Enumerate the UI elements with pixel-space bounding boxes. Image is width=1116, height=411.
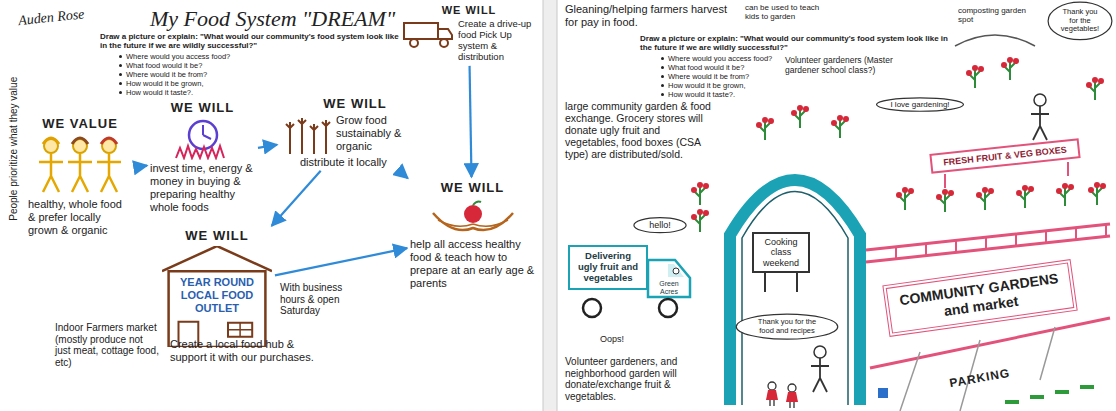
sign-legs	[765, 271, 797, 292]
page-gap	[543, 0, 557, 411]
gardener-figure	[1031, 94, 1049, 140]
node-heading: WE WILL	[280, 96, 430, 112]
sign-text: Delivering ugly fruit and vegetables	[574, 251, 642, 284]
sign-box: FRESH FRUIT & VEG BOXES	[929, 138, 1080, 174]
speech-bubble	[1048, 2, 1112, 40]
note-text: Oops!	[600, 334, 640, 344]
note-text: Indoor Farmers market (mostly produce no…	[55, 322, 160, 368]
house-body: YEAR ROUND LOCAL FOOD OUTLET	[162, 246, 272, 347]
house-node: WE WILL YEAR ROUND LOCAL FOOD OUTLET	[162, 228, 272, 347]
visitor-figure	[811, 346, 829, 392]
note-text: Create a local food hub & support it wit…	[170, 338, 320, 363]
parking-sign	[878, 388, 888, 398]
truck-cab	[648, 260, 690, 297]
node-row: Grow food sustainably & organic	[280, 114, 430, 154]
flow-arrow	[272, 171, 321, 226]
truck-wheel	[659, 299, 677, 317]
flow-arrow	[135, 166, 147, 168]
note-text: hello!	[642, 220, 678, 230]
sign-text: COMMUNITY GARDENS and market	[895, 270, 1064, 326]
truck-wheel	[583, 299, 601, 317]
house-text: YEAR ROUND LOCAL FOOD OUTLET	[170, 276, 264, 315]
truck-picture	[402, 19, 454, 49]
note-text: large community garden & food exchange. …	[565, 100, 715, 160]
note-text: Draw a picture or explain: "What would o…	[100, 32, 400, 50]
note-text: Gleaning/helping farmers harvest for pay…	[565, 3, 735, 28]
garden-arch	[730, 180, 860, 405]
sign-text: Cooking class weekend	[757, 237, 805, 268]
speech-bubble	[736, 314, 838, 339]
flow-arrow	[275, 248, 407, 275]
note-text: Volunteer gardeners (Master gardener sch…	[785, 56, 895, 76]
idea-node: WE WILL Grow food sustainably & organic di…	[280, 96, 430, 169]
prompt-bullet: How would it taste?.	[660, 90, 840, 99]
speech-bubble	[634, 218, 686, 233]
speech-bubble	[877, 98, 964, 111]
node-row: Create a drive-up food Pick Up system & …	[402, 19, 536, 63]
idea-node: WE VALUE healthy, whole food & prefer loc…	[28, 116, 132, 237]
note-text: I love gardening!	[890, 100, 950, 109]
note-text: Thank you for the vegetables!	[1058, 8, 1102, 34]
prompt-bullet: Where would you access food?	[118, 52, 298, 61]
note-text: Draw a picture or explain: "What would o…	[640, 34, 950, 52]
note-text: PARKING	[934, 364, 1025, 393]
hands-picture	[428, 198, 518, 236]
node-text: Grow food sustainably & organic	[336, 114, 430, 153]
note-text: People prioritize what they value	[8, 64, 20, 234]
flow-arrow	[399, 171, 408, 179]
node-text: Create a drive-up food Pick Up system & …	[458, 19, 536, 63]
flow-arrow	[258, 145, 277, 148]
note-text: Green Acres	[650, 280, 688, 296]
node-heading: WE WILL	[150, 100, 255, 116]
grain-picture	[280, 114, 332, 154]
note-text: can be used to teach kids to garden	[745, 3, 835, 21]
sign-box: Delivering ugly fruit and vegetables	[568, 245, 648, 290]
prompt-bullet: What food would it be?	[118, 61, 298, 70]
note-text: Thank you for the food and recipes	[752, 318, 822, 335]
prompt-bullet: How would it be grown,	[660, 81, 840, 90]
node-heading: WE WILL	[162, 228, 272, 244]
clock-picture	[168, 118, 238, 160]
prompt-bullet: How would it taste?.	[118, 88, 298, 97]
prompt-bullet: Where would it be from?	[118, 70, 298, 79]
idea-node: WE WILL Create a drive-up food Pick Up sy…	[402, 4, 536, 63]
node-text: healthy, whole food & prefer locally gro…	[28, 198, 132, 237]
node-text: help all access healthy food & teach how…	[410, 238, 535, 290]
sign-text: FRESH FRUIT & VEG BOXES	[935, 144, 1075, 169]
garden-fence	[866, 224, 1110, 262]
compost-heap	[955, 35, 1035, 46]
sheet-title: My Food System "DREAM"	[150, 6, 395, 32]
sign-box: Cooking class weekend	[752, 232, 810, 273]
node-heading: WE VALUE	[28, 116, 132, 132]
node-heading: WE WILL	[410, 180, 535, 196]
node-heading: WE WILL	[402, 4, 536, 17]
people-picture	[35, 134, 125, 196]
note-text: composting garden spot	[958, 6, 1038, 24]
note-text: Volunteer gardeners, and neighborhood ga…	[565, 356, 715, 402]
note-text: With business hours & open Saturday	[280, 282, 352, 317]
node-text: distribute it locally	[300, 156, 430, 169]
flow-arrow	[470, 66, 472, 177]
sign-box: COMMUNITY GARDENS and market	[882, 259, 1077, 337]
parking-dashes	[1005, 385, 1094, 404]
note-text: Auden Rose	[17, 3, 118, 29]
prompt-bullet: How would it be grown,	[118, 79, 298, 88]
idea-node: WE WILL invest time, energy & money in bu…	[150, 100, 255, 213]
node-text: invest time, energy & money in buying & …	[150, 162, 255, 214]
idea-node: WE WILL help all access healthy food & te…	[410, 180, 535, 289]
